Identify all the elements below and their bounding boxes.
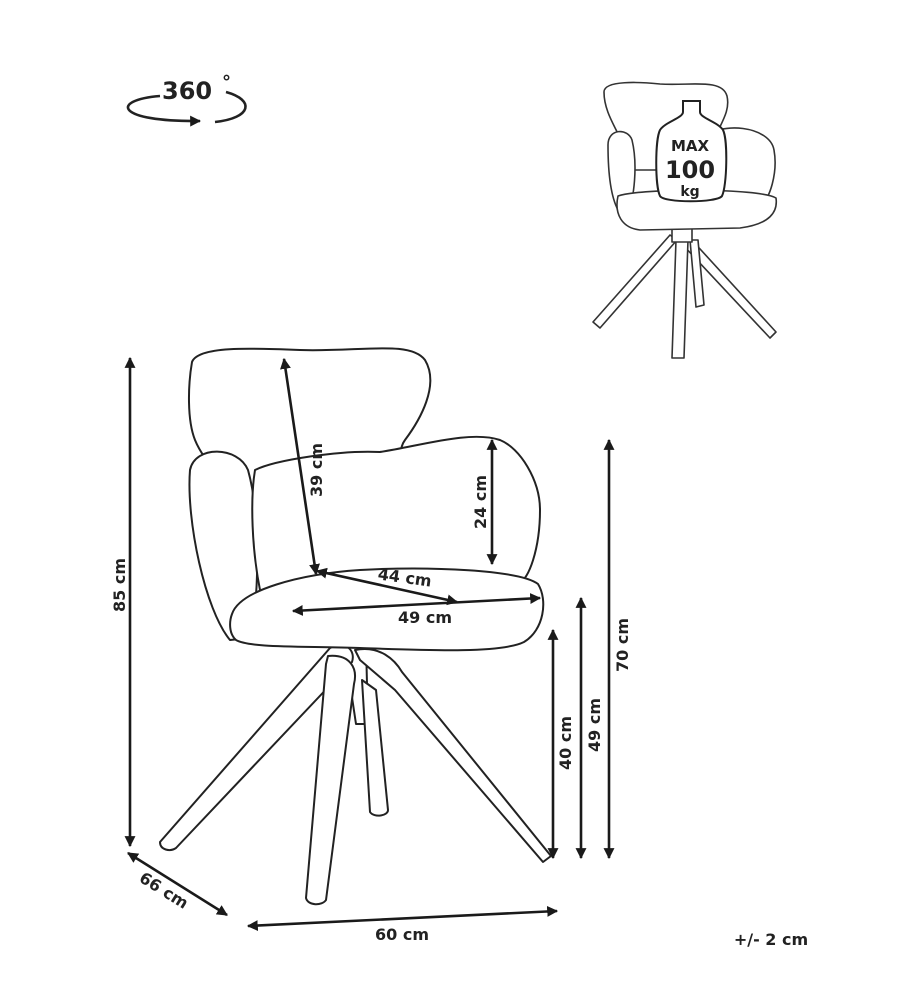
dimension-lines bbox=[124, 356, 615, 931]
max-unit: kg bbox=[680, 184, 699, 200]
tolerance-label: +/- 2 cm bbox=[734, 930, 808, 949]
armrest-floor-height-label: 70 cm bbox=[613, 618, 632, 672]
rotation-icon: 360 ° bbox=[126, 72, 247, 127]
dimension-labels: 85 cm 39 cm 24 cm 44 cm 49 cm 70 cm 49 c… bbox=[110, 443, 808, 949]
weight-icon bbox=[655, 100, 728, 203]
rotation-value: 360 bbox=[162, 77, 212, 105]
total-height-label: 85 cm bbox=[110, 558, 129, 612]
backrest-height-arrow bbox=[280, 357, 320, 576]
max-load-illustration: MAX 100 kg bbox=[592, 81, 778, 359]
seat-width-arrow bbox=[291, 593, 542, 616]
armrest-height-label: 24 cm bbox=[471, 475, 490, 529]
max-value: 100 bbox=[665, 156, 715, 184]
seat-height-max-label: 49 cm bbox=[585, 698, 604, 752]
depth-arrow bbox=[127, 851, 228, 917]
degree-symbol: ° bbox=[222, 72, 231, 93]
width-label: 60 cm bbox=[375, 925, 429, 944]
main-chair bbox=[159, 347, 552, 906]
seat-width-label: 49 cm bbox=[398, 608, 452, 627]
seat-height-min-label: 40 cm bbox=[556, 716, 575, 770]
max-label: MAX bbox=[671, 137, 710, 155]
width-arrow bbox=[246, 906, 559, 931]
backrest-height-label: 39 cm bbox=[307, 443, 326, 497]
